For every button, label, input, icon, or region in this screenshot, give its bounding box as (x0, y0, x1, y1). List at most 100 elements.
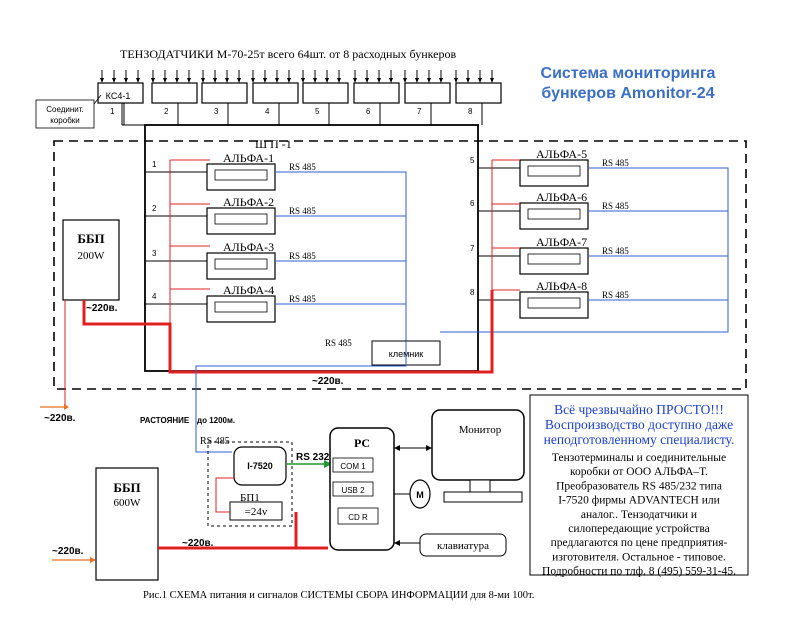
controller-display (527, 165, 581, 177)
controller-name: АЛЬФА-5 (536, 147, 587, 161)
controller-name: АЛЬФА-2 (223, 195, 274, 209)
sensor-arrowhead (201, 78, 205, 83)
power-feed-right (491, 159, 520, 291)
bp-24v-supply (229, 501, 283, 521)
note-box (529, 394, 749, 576)
note-blue-line: Всё чрезвычайно ПРОСТО!!! (554, 402, 724, 417)
mains-arrow-left (64, 404, 69, 410)
bp-value: =24v (245, 506, 268, 518)
sensor-arrowhead (337, 78, 341, 83)
ks-label: КС4-1 (106, 91, 131, 101)
keyboard-cable-arrow (394, 540, 400, 546)
figure-caption: Рис.1 СХЕМА питания и сигналов СИСТЕМЫ С… (143, 590, 534, 601)
pc-port2-label: USB 2 (341, 486, 365, 495)
controller-display (214, 301, 268, 313)
controller-bus-label: RS 485 (602, 201, 629, 211)
monitor-label: Монитор (459, 424, 502, 436)
line-number: 8 (470, 288, 475, 297)
junction-box-number: 8 (468, 107, 473, 116)
callout-pointer (93, 94, 102, 105)
monitor-base (443, 491, 523, 503)
controller-bus-label: RS 485 (602, 290, 629, 300)
note-black-line: предлагаются по цене предприятия- (551, 537, 728, 549)
rs485-line (275, 303, 407, 341)
psu2-output-label: ~220в. (182, 538, 214, 549)
sensor-arrowhead (301, 78, 305, 83)
note-blue-line: неподготовленному специалисту. (544, 432, 735, 447)
junction-box (97, 82, 144, 104)
sensor-arrowhead (187, 78, 191, 83)
junction-box (151, 82, 198, 104)
pc-cdr-drive (337, 507, 379, 525)
controller-display (527, 297, 581, 309)
sensor-arrowhead (478, 78, 482, 83)
junction-box-number: 2 (164, 107, 169, 116)
line-number: 1 (152, 160, 157, 169)
mains-in-bottom-label: ~220в. (52, 546, 84, 557)
note-black-line: Преобразователь RS 485/232 типа (556, 480, 722, 492)
controller-bus-label: RS 485 (602, 246, 629, 256)
controller-name: АЛЬФА-7 (536, 235, 587, 249)
note-blue-line: Воспроизводство доступно даже (545, 417, 733, 432)
distance-label: РАСТОЯНИЕ (140, 416, 190, 425)
sensor-arrowhead (325, 78, 329, 83)
controller-display (527, 208, 581, 220)
sensor-arrowhead (427, 78, 431, 83)
psu1-power: 200W (78, 250, 106, 262)
junction-box-number: 3 (214, 107, 219, 116)
controller-name: АЛЬФА-1 (223, 151, 274, 165)
controller-bus-label: RS 485 (289, 162, 316, 172)
psu1-name: ББП (77, 231, 104, 246)
callout-line2: коробки (50, 116, 80, 125)
power-feed-left (169, 159, 210, 324)
converter-bus-out-label: RS 232 (296, 452, 330, 463)
junction-box (404, 82, 451, 104)
pc-port3-label: CD R (348, 513, 368, 522)
junction-box (252, 82, 299, 104)
junction-box (302, 82, 349, 104)
system-title-line2: бункеров Amonitor-24 (541, 85, 714, 102)
rs485-bus-lines (275, 167, 729, 341)
note-black-line: аналог.. Тензодатчики и (581, 509, 697, 521)
note-text: Всё чрезвычайно ПРОСТО!!!Воспроизводство… (542, 402, 736, 578)
sensor-arrowhead (225, 78, 229, 83)
controller-bus-label: RS 485 (289, 294, 316, 304)
controller-display (214, 258, 268, 270)
callout-line1: Соединит. (46, 105, 84, 114)
controller-display (527, 253, 581, 265)
note-black-line: Тензотерминалы и соединительные (552, 452, 726, 464)
pc-port1-label: COM 1 (340, 462, 366, 471)
line-number: 6 (470, 199, 475, 208)
note-black-line: Подробности по тлф. 8 (495) 559-31-45. (542, 566, 736, 578)
junction-box-number: 5 (315, 107, 320, 116)
line-number: 2 (152, 204, 157, 213)
sensor-arrowhead (439, 78, 443, 83)
junction-box-number: 1 (110, 107, 115, 116)
bp-power-line (215, 477, 234, 513)
line-number: 7 (470, 244, 475, 253)
sensor-arrowhead (389, 78, 393, 83)
controller-display (214, 213, 268, 225)
sensor-arrowhead (163, 78, 167, 83)
converter-enclosure (207, 441, 293, 527)
sensor-arrowhead (353, 78, 357, 83)
sensor-arrowhead (275, 78, 279, 83)
pc-title: PC (354, 436, 370, 450)
system-title-line1: Система мониторинга (541, 65, 716, 82)
note-black-line: коробки от ООО АЛЬФА–Т. (570, 466, 708, 478)
distance-value: до 1200м. (197, 416, 235, 425)
mouse-label: M (416, 490, 424, 500)
psu2-power: 600W (114, 497, 142, 509)
monitor-screen (431, 409, 525, 481)
line-number: 3 (152, 249, 157, 258)
junction-box-number: 7 (417, 107, 422, 116)
shp-feed-label: ~220в. (312, 376, 344, 387)
bp-label: БП1 (240, 492, 260, 504)
rs485-line (440, 299, 729, 333)
mains-arrow-bottom (90, 557, 96, 563)
keyboard-label: клавиатура (437, 540, 489, 552)
monitor-cable-arrow-left (394, 445, 400, 451)
psu-200w (62, 219, 120, 301)
